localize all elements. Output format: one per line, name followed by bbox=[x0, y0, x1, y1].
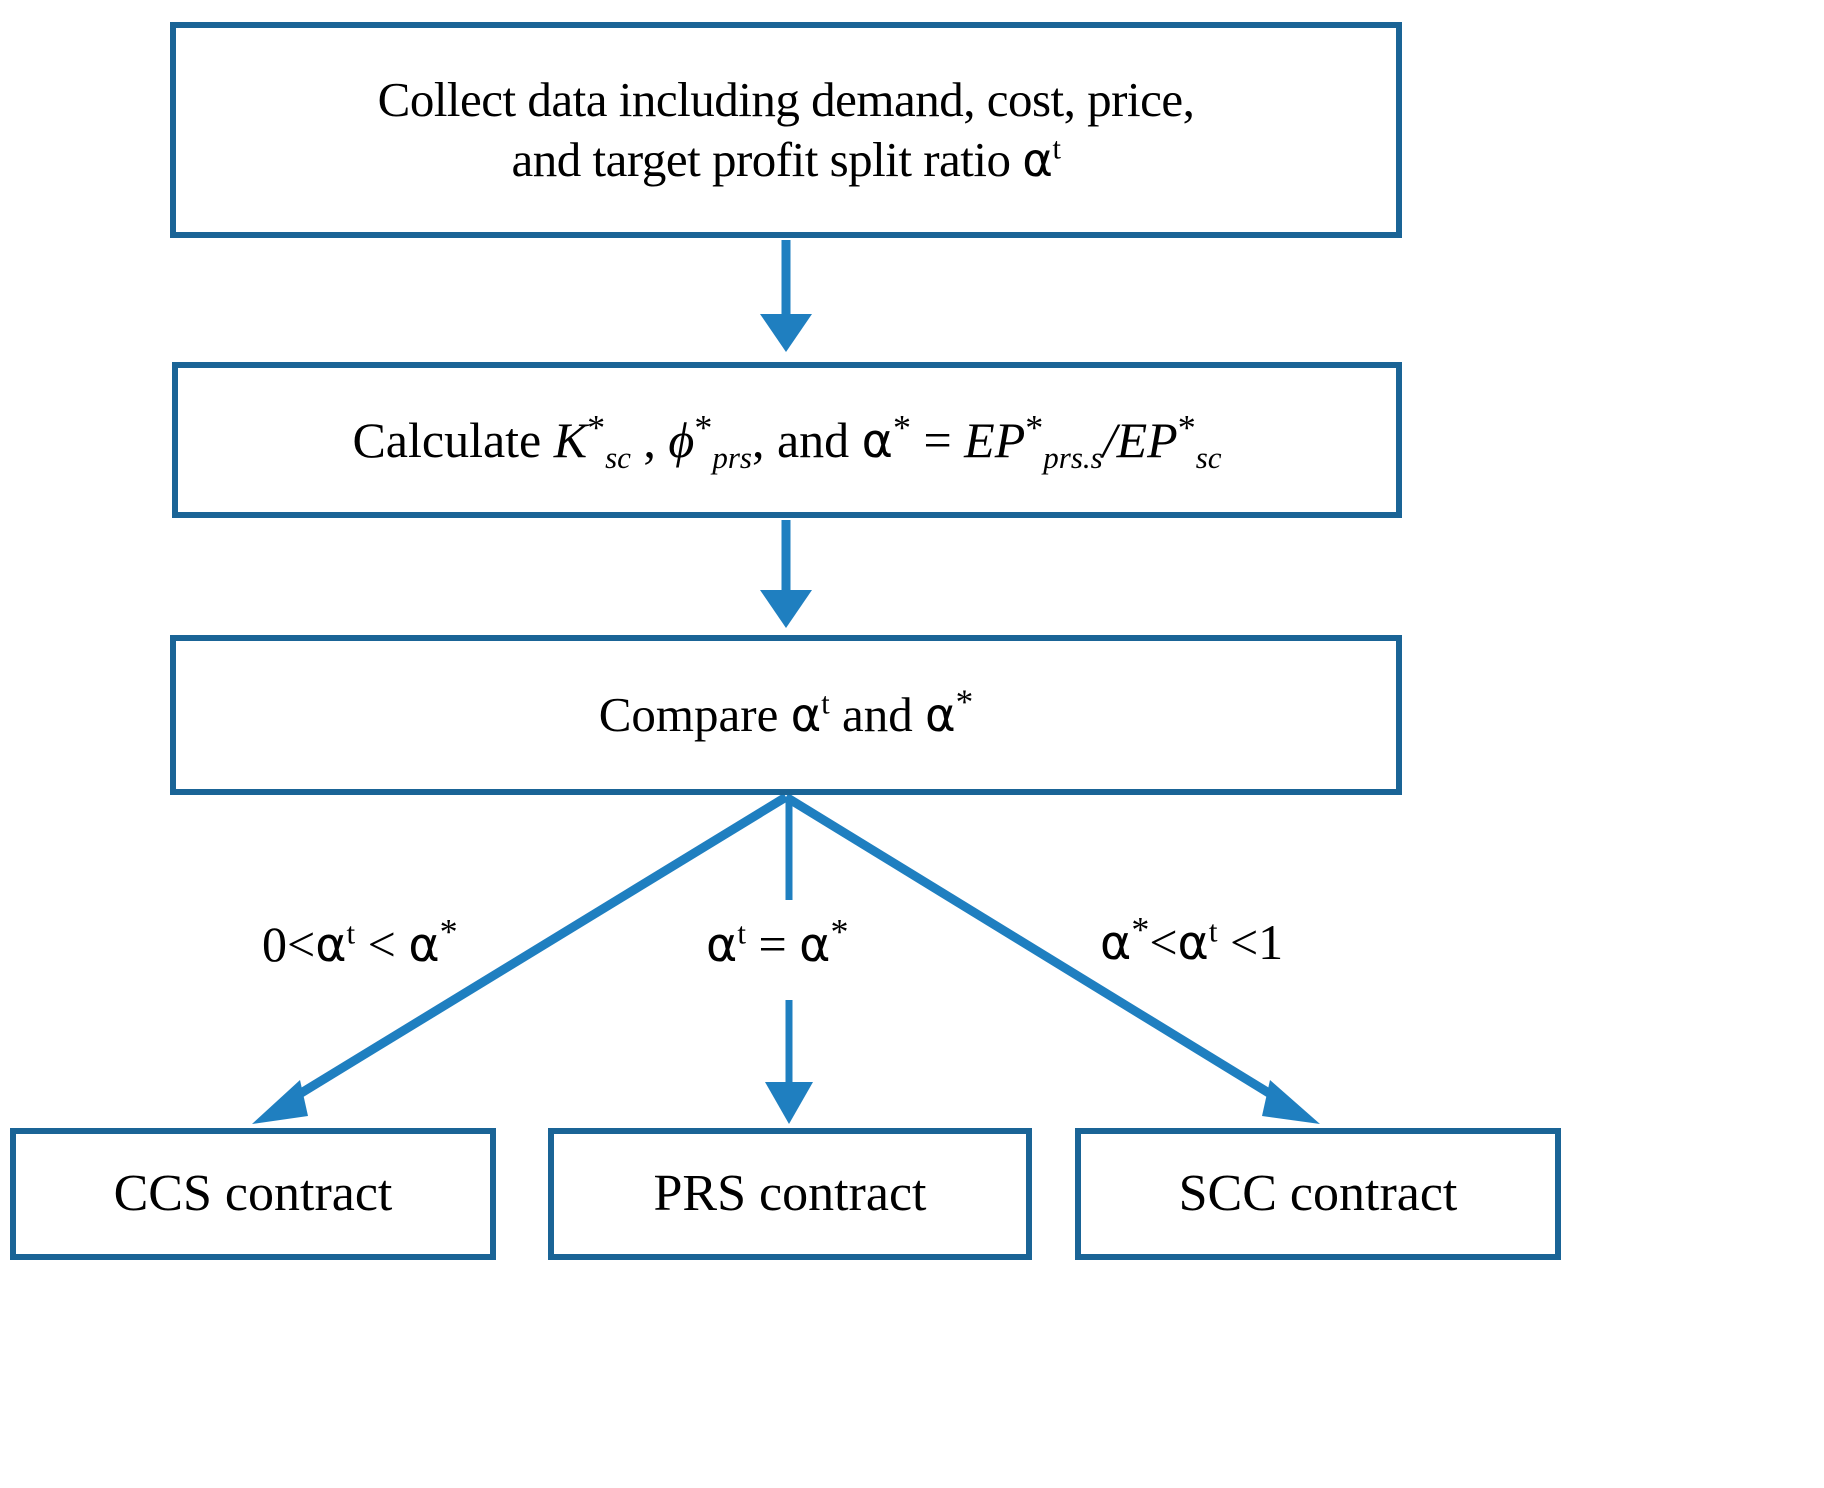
t-sup-left: t bbox=[346, 915, 356, 951]
arrow-collect-to-calculate bbox=[760, 240, 812, 352]
k-symbol: K bbox=[553, 411, 588, 468]
alpha-target-superscript: t bbox=[1052, 131, 1061, 166]
edge-label-prs-condition: αt = α* bbox=[706, 911, 849, 973]
sc-sub-1: sc bbox=[605, 439, 631, 475]
node-compare-ratios-label: Compare αt and α* bbox=[598, 682, 974, 743]
alpha-symbol-mid-1: α bbox=[706, 918, 738, 973]
node-collect-data-label: Collect data including demand, cost, pri… bbox=[377, 72, 1195, 187]
alpha-symbol-3: α bbox=[790, 688, 822, 743]
alpha-symbol-right-2: α bbox=[1177, 916, 1209, 971]
ep-symbol-2: EP bbox=[1116, 411, 1178, 468]
phi-symbol: ϕ bbox=[668, 411, 695, 468]
node-ccs-contract-label: CCS contract bbox=[113, 1165, 393, 1223]
node-compare-ratios[interactable]: Compare αt and α* bbox=[170, 635, 1402, 795]
star-sup-compare: * bbox=[955, 682, 974, 722]
prss-sub-4: prs.s bbox=[1043, 439, 1103, 475]
star-sup-4: * bbox=[1025, 406, 1044, 447]
node-prs-contract-label: PRS contract bbox=[653, 1165, 927, 1223]
alpha-symbol-left-1: α bbox=[315, 918, 347, 973]
star-sup-5: * bbox=[1177, 406, 1196, 447]
sc-sub-5: sc bbox=[1195, 439, 1222, 475]
edge-label-ccs-condition: 0<αt < α* bbox=[262, 911, 458, 973]
node-calculate-optima-label: Calculate K*sc , ϕ*prs, and α* = EP*prs.… bbox=[352, 406, 1222, 475]
star-sup-2: * bbox=[694, 406, 713, 447]
arrow-calculate-to-compare bbox=[760, 520, 812, 628]
star-sup-3: * bbox=[892, 406, 911, 447]
alpha-symbol-2: α bbox=[861, 413, 893, 469]
node-calculate-optima[interactable]: Calculate K*sc , ϕ*prs, and α* = EP*prs.… bbox=[172, 362, 1402, 518]
prs-sub-2: prs bbox=[712, 439, 752, 475]
t-sup-mid: t bbox=[737, 915, 746, 951]
star-sup-mid: * bbox=[830, 911, 849, 952]
node-ccs-contract[interactable]: CCS contract bbox=[10, 1128, 496, 1260]
ep-symbol-1: EP bbox=[964, 411, 1026, 468]
star-sup-right: * bbox=[1131, 909, 1150, 950]
t-sup-right: t bbox=[1208, 913, 1218, 949]
node-scc-contract[interactable]: SCC contract bbox=[1075, 1128, 1561, 1260]
alpha-symbol-mid-2: α bbox=[799, 918, 831, 973]
edge-label-scc-condition: α*<αt <1 bbox=[1100, 909, 1284, 971]
t-sup-compare: t bbox=[821, 686, 830, 721]
alpha-symbol-left-2: α bbox=[408, 918, 440, 973]
alpha-symbol-right-1: α bbox=[1100, 916, 1132, 971]
node-scc-contract-label: SCC contract bbox=[1178, 1165, 1458, 1223]
alpha-symbol: α bbox=[1022, 133, 1053, 187]
star-sup-left: * bbox=[439, 911, 458, 952]
node-prs-contract[interactable]: PRS contract bbox=[548, 1128, 1032, 1260]
node-collect-data[interactable]: Collect data including demand, cost, pri… bbox=[170, 22, 1402, 238]
star-sup-1: * bbox=[587, 406, 606, 447]
alpha-symbol-4: α bbox=[924, 688, 956, 743]
